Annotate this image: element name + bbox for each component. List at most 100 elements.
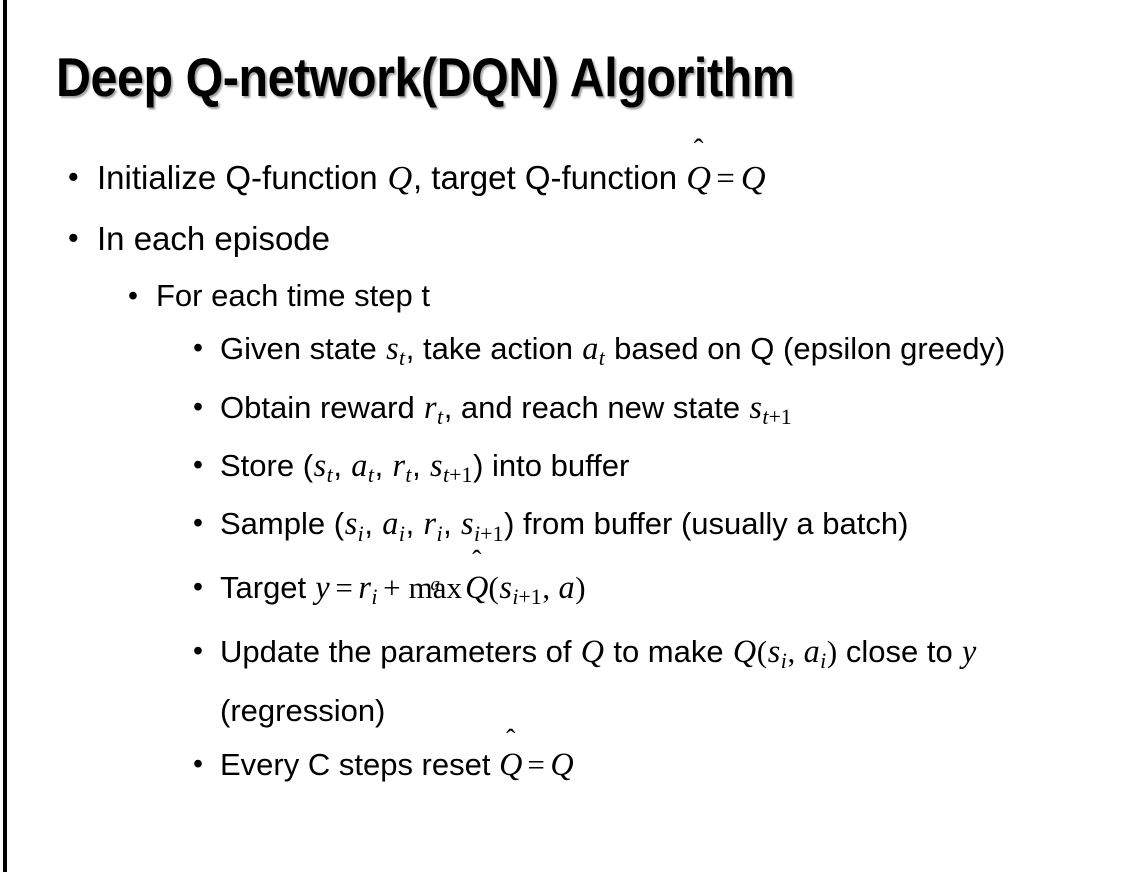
math-r: r	[423, 505, 436, 542]
text-fragment: Target	[220, 569, 315, 605]
subscript-t: t	[436, 404, 444, 430]
subscript-i-plus-1: i+1	[512, 583, 542, 609]
text-fragment: Sample (	[220, 506, 345, 542]
math-a-t: at	[351, 447, 375, 487]
subscript-i: i	[780, 647, 787, 673]
sub-plus-one: +1	[518, 583, 542, 609]
text-fragment: (regression)	[220, 692, 386, 728]
math-y: y	[961, 632, 977, 669]
bullet-glyph: •	[193, 747, 203, 780]
text-fragment: ,	[333, 448, 351, 484]
math-a: a	[558, 568, 575, 605]
math-equals: =	[716, 161, 735, 197]
subscript-t-plus-1: t+1	[762, 404, 791, 430]
text-fragment: close to	[837, 633, 962, 669]
paren-open: (	[488, 569, 499, 605]
bullet-glyph: •	[193, 634, 203, 667]
math-s: s	[767, 632, 781, 669]
math-r: r	[392, 447, 405, 484]
bullet-target-equation: • Target y=ri+maxâQ(si+1, a)	[0, 558, 1124, 626]
subscript-i: i	[820, 647, 827, 673]
subscript-i: i	[436, 520, 443, 546]
page-title: Deep Q-network(DQN) Algorithm	[56, 46, 795, 108]
math-s: s	[499, 568, 512, 605]
bullet-given-state: • Given state st, take action at based o…	[0, 323, 1124, 383]
math-q: Q	[580, 632, 605, 669]
bullet-initialize-text: Initialize Q-function Q, target Q-functi…	[97, 148, 1124, 209]
math-s-t: st	[385, 330, 405, 370]
text-fragment: Update the parameters of	[220, 633, 581, 669]
math-equals: =	[335, 569, 353, 605]
math-s-t-plus-1: st+1	[749, 389, 793, 429]
math-s: s	[749, 389, 762, 426]
math-s: s	[344, 505, 358, 542]
text-fragment: based on Q (epsilon greedy)	[605, 331, 1006, 366]
comma: ,	[787, 633, 803, 669]
bullet-sample-batch-text: Sample (si, ai, ri, si+1) from buffer (u…	[220, 499, 1094, 557]
max-label: max	[408, 569, 462, 605]
math-a: a	[803, 632, 820, 669]
subscript-i: i	[357, 520, 364, 546]
text-fragment: , take action	[405, 331, 582, 366]
math-q-2: Q	[740, 159, 766, 197]
math-q: Q	[387, 159, 413, 197]
sub-i: i	[512, 583, 519, 609]
subscript-t: t	[367, 462, 374, 488]
bullet-given-state-text: Given state st, take action at based on …	[220, 323, 1094, 383]
text-fragment: to make	[604, 633, 733, 669]
math-q: Q	[550, 745, 574, 782]
bullet-initialize: • Initialize Q-function Q, target Q-func…	[0, 148, 1124, 209]
math-q-hat: ̂Q	[499, 736, 522, 792]
subscript-t: t	[326, 462, 333, 488]
bullet-for-each-time-step-text: For each time step t	[156, 278, 430, 313]
math-s: s	[313, 447, 327, 484]
bullet-glyph: •	[128, 280, 138, 312]
subscript-t: t	[405, 462, 412, 488]
sub-t: t	[762, 404, 769, 430]
bullet-glyph: •	[68, 222, 79, 255]
bullet-list: • Initialize Q-function Q, target Q-func…	[0, 148, 1124, 793]
bullet-store-transition: • Store (st, at, rt, st+1) into buffer	[0, 441, 1124, 499]
math-plus: +	[383, 569, 401, 605]
text-fragment: Obtain reward	[220, 390, 424, 426]
math-q-hat-base: Q	[499, 745, 523, 782]
math-a-i: ai	[803, 632, 827, 673]
math-s-i-plus-1: si+1	[499, 568, 543, 609]
math-equals: =	[527, 746, 545, 782]
bullet-update-parameters-text: Update the parameters of Q to make Q(si,…	[220, 626, 1094, 736]
paren-close: )	[575, 569, 586, 605]
math-q-hat-base: Q	[686, 159, 712, 197]
text-fragment: Every C steps reset	[220, 746, 500, 782]
math-s: s	[386, 330, 399, 366]
math-r: r	[358, 568, 371, 605]
comma: ,	[542, 569, 558, 605]
math-s-i: si	[344, 505, 364, 545]
text-fragment: ) into buffer	[473, 448, 630, 484]
subscript-t-plus-1: t+1	[443, 462, 472, 487]
math-y: y	[315, 568, 330, 605]
text-fragment: ,	[374, 448, 392, 484]
left-edge-rule	[3, 0, 7, 872]
text-fragment: ,	[412, 448, 430, 484]
math-a: a	[351, 447, 368, 484]
sub-i: i	[474, 520, 481, 546]
math-s-i-plus-1: si+1	[460, 505, 504, 545]
text-fragment: ,	[405, 506, 423, 542]
math-r-i: ri	[358, 568, 378, 609]
max-limit-a: a	[430, 573, 441, 595]
math-a-i: ai	[382, 505, 406, 545]
text-fragment: , target Q-function	[412, 159, 687, 196]
bullet-in-each-episode-text: In each episode	[97, 220, 331, 257]
subscript-t: t	[598, 345, 605, 371]
math-q-hat: ̂Q	[686, 148, 711, 208]
text-fragment: , and reach new state	[443, 390, 749, 426]
math-q-hat-base: Q	[465, 568, 489, 605]
subscript-i: i	[371, 583, 378, 609]
paren-open: (	[756, 633, 768, 669]
bullet-obtain-reward: • Obtain reward rt, and reach new state …	[0, 383, 1124, 441]
bullet-glyph: •	[193, 332, 203, 364]
math-a-t: at	[582, 330, 606, 370]
text-fragment: Store (	[220, 448, 314, 484]
math-r-t: rt	[423, 389, 443, 429]
math-r-i: ri	[423, 505, 443, 545]
